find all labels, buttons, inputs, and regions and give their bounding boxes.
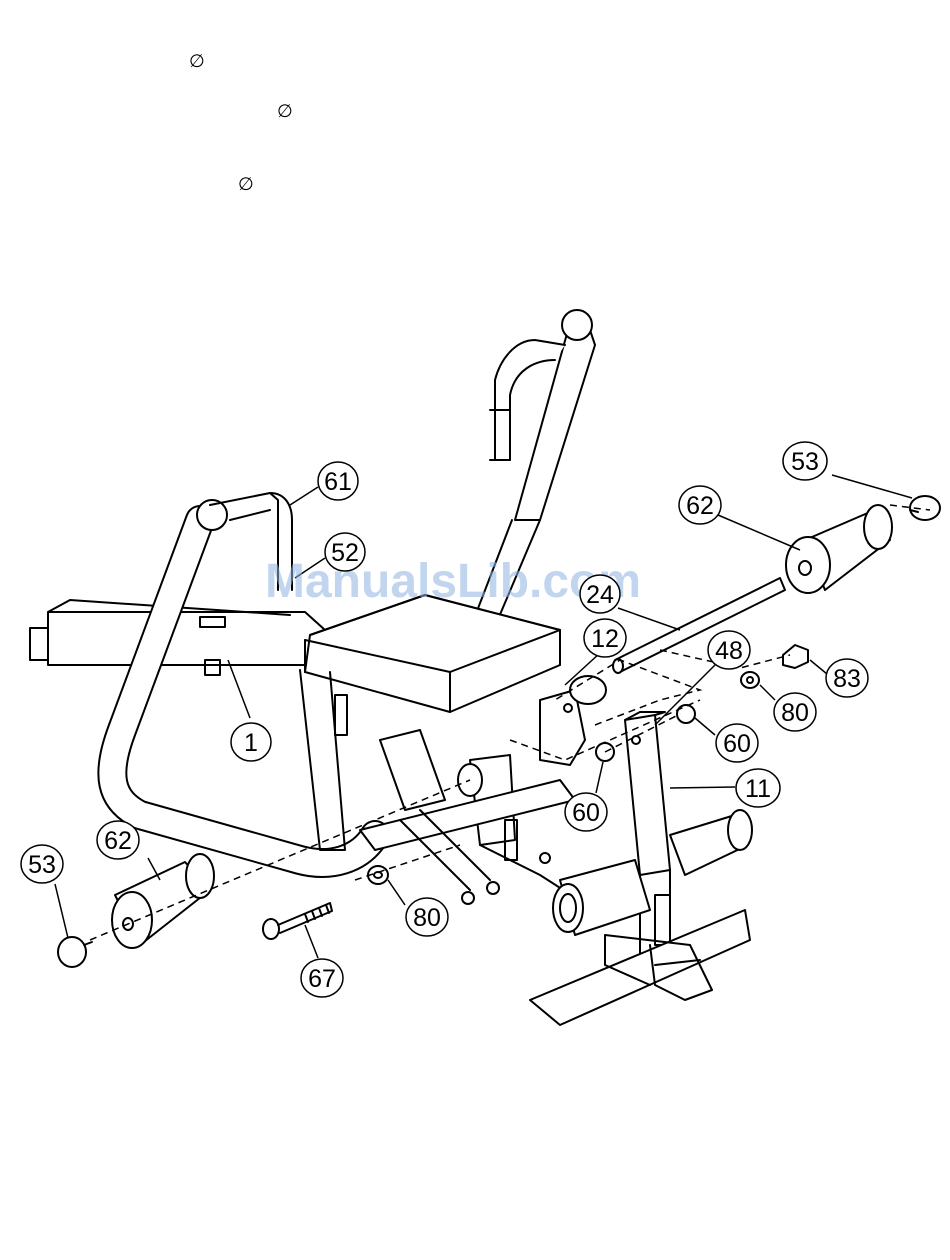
callout-83: 83 <box>833 665 861 693</box>
callout-62-right: 62 <box>686 492 714 520</box>
callout-60-lower: 60 <box>572 799 600 827</box>
callout-53-left: 53 <box>28 851 56 879</box>
callout-67: 67 <box>308 965 336 993</box>
callout-53-right: 53 <box>791 448 819 476</box>
callout-1: 1 <box>244 729 258 757</box>
right-roller-pad <box>786 505 892 593</box>
callout-60-upper: 60 <box>723 730 751 758</box>
callout-52: 52 <box>331 539 359 567</box>
callout-62-left: 62 <box>104 827 132 855</box>
callout-80-lower: 80 <box>413 904 441 932</box>
left-roller-pad <box>112 854 214 948</box>
callout-11: 11 <box>745 775 771 803</box>
leg-lever <box>625 712 670 955</box>
callout-48: 48 <box>715 637 743 665</box>
callout-61: 61 <box>324 468 352 496</box>
callout-24: 24 <box>586 581 614 609</box>
callout-12: 12 <box>591 625 619 653</box>
callout-80-right: 80 <box>781 699 809 727</box>
